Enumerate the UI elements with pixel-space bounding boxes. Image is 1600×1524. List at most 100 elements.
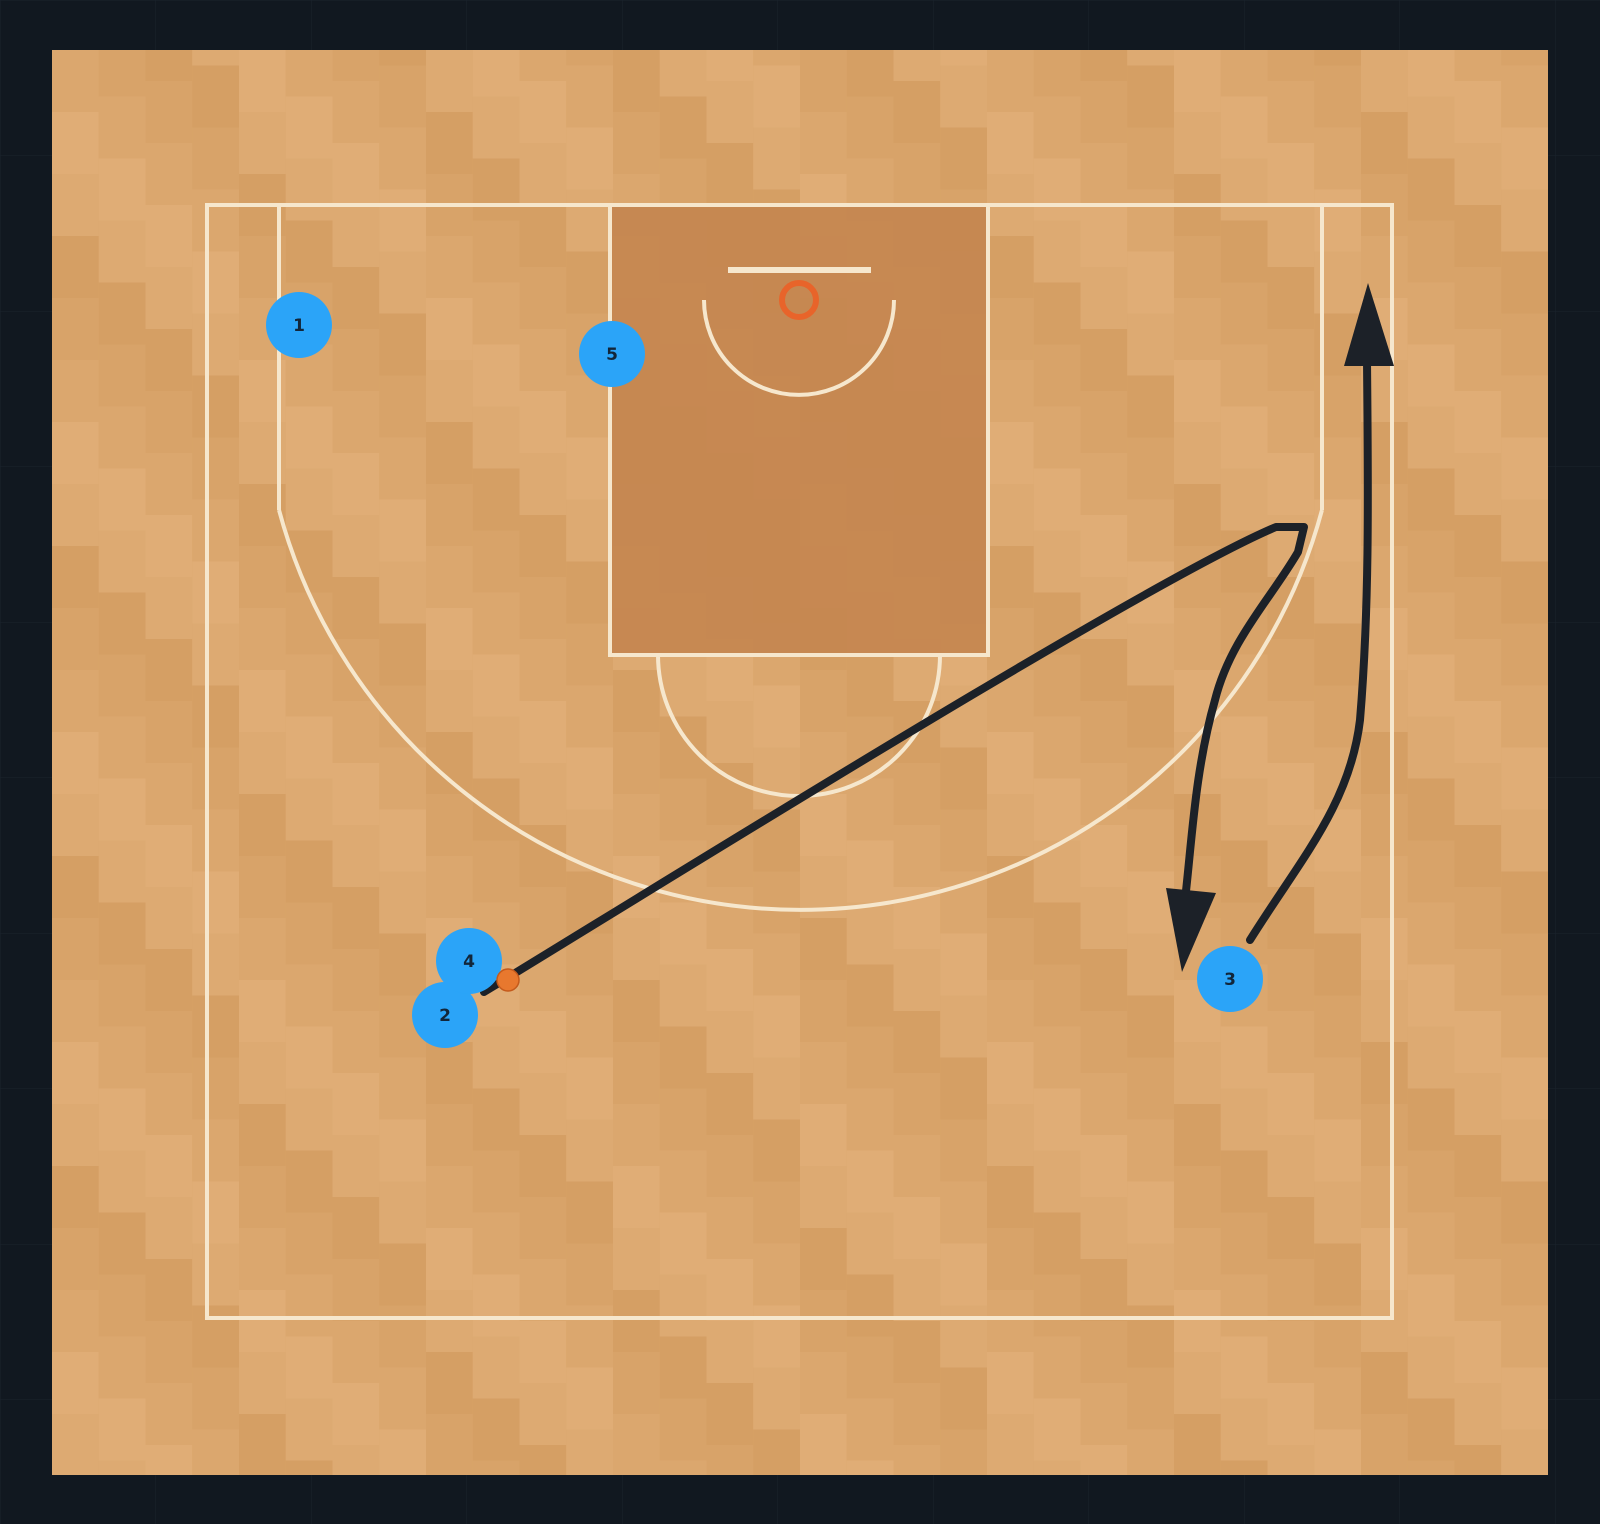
floor-plank	[1314, 1243, 1361, 1306]
floor-plank	[1220, 1460, 1268, 1475]
floor-plank	[800, 1104, 847, 1166]
floor-plank	[1220, 468, 1268, 531]
floor-plank	[1220, 1088, 1268, 1151]
floor-plank	[1033, 654, 1081, 717]
floor-plank	[239, 1228, 286, 1290]
floor-plank	[1080, 267, 1128, 329]
floor-plank	[285, 406, 333, 469]
floor-plank	[52, 1228, 99, 1290]
floor-plank	[1407, 840, 1455, 903]
floor-plank	[332, 1445, 380, 1475]
floor-plank	[1033, 902, 1081, 965]
floor-plank	[239, 856, 286, 918]
court-lines	[205, 203, 1394, 1320]
floor-plank	[893, 1259, 941, 1321]
floor-plank	[1033, 282, 1081, 345]
floor-plank	[940, 995, 987, 1058]
floor-plank	[519, 1259, 567, 1321]
floor-plank	[1314, 1305, 1361, 1368]
floor-plank	[566, 1305, 613, 1368]
floor-plank	[706, 949, 754, 1011]
floor-plank	[1267, 763, 1315, 825]
dribble-path[interactable]	[480, 523, 1308, 996]
floor-plank	[98, 344, 146, 407]
floor-plank	[893, 50, 941, 81]
ball-icon[interactable]	[496, 968, 520, 992]
floor-plank	[566, 499, 613, 562]
floor-plank	[1407, 1212, 1455, 1275]
floor-plank	[987, 236, 1034, 298]
floor-plank	[1080, 391, 1128, 453]
player-circle-icon	[579, 321, 645, 387]
floor-plank	[472, 468, 520, 531]
floor-plank	[1080, 825, 1128, 887]
floor-plank	[1127, 809, 1174, 872]
floor-plank	[519, 1445, 567, 1475]
floor-plank	[1127, 623, 1174, 686]
floor-plank	[332, 143, 380, 205]
player-5[interactable]: 5	[579, 321, 645, 387]
floor-plank	[52, 732, 99, 794]
floor-plank	[987, 50, 1034, 112]
floor-plank	[379, 747, 426, 810]
floor-plank	[472, 158, 520, 221]
cut-path-player-3[interactable]	[1246, 356, 1372, 944]
floor-plank	[98, 902, 146, 965]
floor-plank	[753, 1429, 800, 1475]
floor-plank	[285, 654, 333, 717]
floor-plank	[800, 794, 847, 856]
floor-plank	[753, 65, 800, 128]
player-4[interactable]: 4	[436, 928, 502, 994]
floor-plank	[1454, 887, 1502, 949]
floor-plank	[1501, 313, 1548, 376]
floor-plank	[285, 1460, 333, 1475]
floor-plank	[800, 112, 847, 174]
floor-plank	[753, 871, 800, 934]
floor-plank	[52, 670, 99, 732]
floor-plank	[1407, 1336, 1455, 1399]
floor-plank	[379, 1181, 426, 1244]
floor-plank	[285, 1150, 333, 1213]
floor-plank	[332, 205, 380, 267]
floor-plank	[192, 499, 239, 562]
floor-plank	[192, 1181, 239, 1244]
floor-plank	[145, 639, 193, 701]
floor-plank	[706, 1197, 754, 1259]
floor-plank	[1454, 391, 1502, 453]
floor-plank	[52, 608, 99, 670]
floor-plank	[519, 50, 567, 81]
player-2[interactable]: 2	[412, 982, 478, 1048]
floor-plank	[1314, 65, 1361, 128]
floor-plank	[1407, 344, 1455, 407]
arrow-head-cut	[1344, 283, 1394, 366]
floor-plank	[1314, 1429, 1361, 1475]
player-3[interactable]: 3	[1197, 946, 1263, 1012]
player-1[interactable]: 1	[266, 292, 332, 358]
floor-plank	[1127, 375, 1174, 438]
floor-plank	[472, 1398, 520, 1461]
floor-plank	[426, 794, 473, 856]
floor-plank	[379, 499, 426, 562]
floor-plank	[285, 902, 333, 965]
floor-plank	[1454, 1011, 1502, 1073]
floor-plank	[987, 1042, 1034, 1104]
floor-plank	[566, 65, 613, 128]
floor-plank	[1033, 50, 1081, 97]
floor-plank	[1454, 267, 1502, 329]
floor-plank	[1080, 949, 1128, 1011]
floor-plank	[426, 1352, 473, 1414]
floor-plank	[1501, 1429, 1548, 1475]
floor-plank	[285, 50, 333, 97]
floor-plank	[1080, 639, 1128, 701]
floor-plank	[332, 949, 380, 1011]
floor-plank	[1314, 1181, 1361, 1244]
player-label: 1	[293, 316, 305, 336]
floor-plank	[1314, 933, 1361, 996]
floor-plank	[1033, 220, 1081, 283]
floor-plank	[98, 964, 146, 1027]
floor-plank	[332, 763, 380, 825]
floor-plank	[379, 1429, 426, 1475]
floor-plank	[706, 1073, 754, 1135]
floor-plank	[566, 685, 613, 748]
floor-plank	[98, 468, 146, 531]
